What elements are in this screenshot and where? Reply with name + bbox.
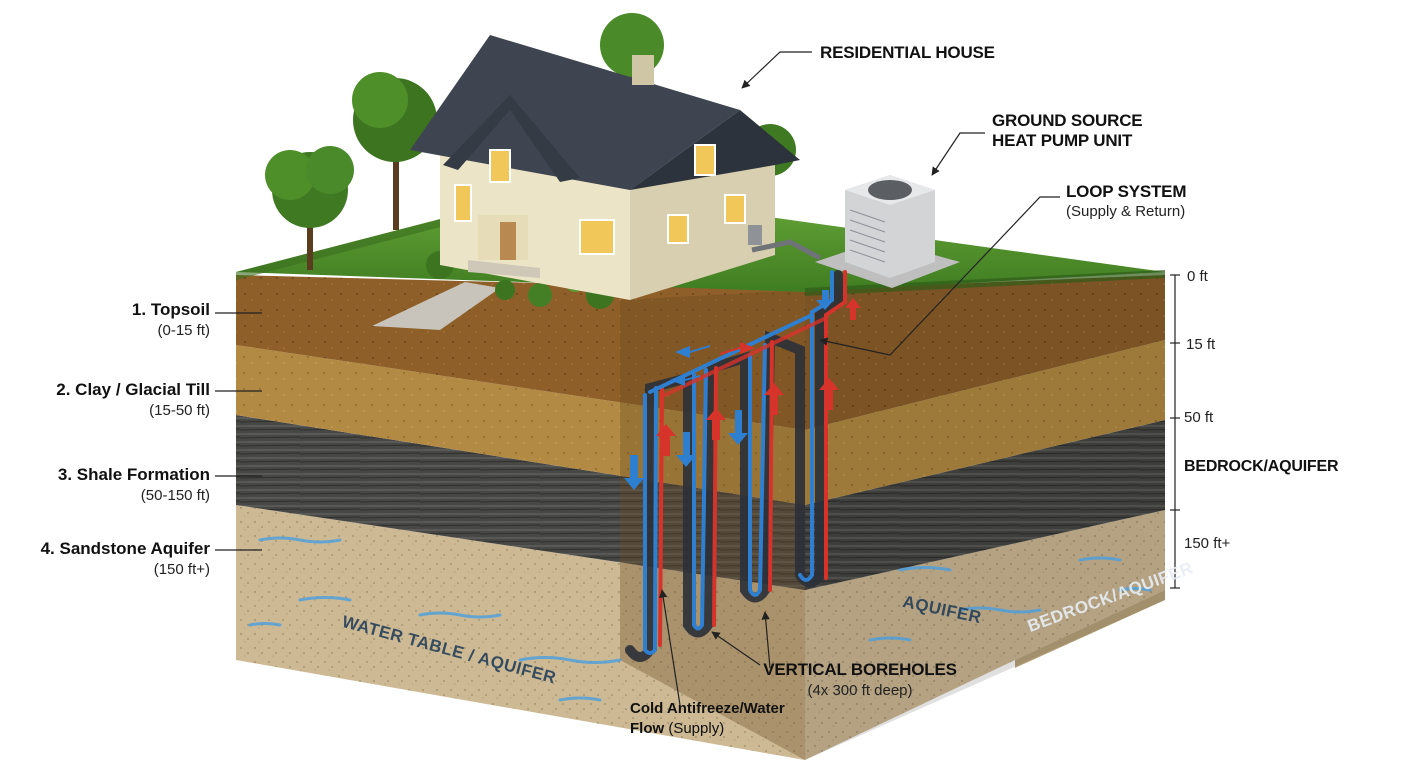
layer-2-name: 2. Clay / Glacial Till <box>56 380 210 399</box>
aquifer-water-streaks <box>248 536 1152 702</box>
layer-3-range: (50-150 ft) <box>140 487 210 504</box>
shale-layer-right <box>805 420 1165 590</box>
layer-3-name: 3. Shale Formation <box>57 465 210 484</box>
cold-flow-bold: Flow <box>630 720 665 737</box>
heat-pump-unit <box>815 175 960 288</box>
boreholes-title: VERTICAL BOREHOLES <box>763 660 957 679</box>
depth-150: 150 ft+ <box>1184 535 1231 552</box>
walkway <box>372 282 500 330</box>
return-pipe <box>824 270 847 580</box>
clay-layer-right <box>805 340 1165 505</box>
layer-1-name: 1. Topsoil <box>131 300 210 319</box>
topsoil-layer-right <box>805 275 1165 430</box>
bedrock-side-label: BEDROCK/AQUIFER <box>1184 458 1339 475</box>
layer-2-range: (15-50 ft) <box>149 402 210 419</box>
flow-arrows <box>624 290 861 490</box>
depth-0: 0 ft <box>1187 268 1208 285</box>
depth-50: 50 ft <box>1184 409 1214 426</box>
cold-flow-line1: Cold Antifreeze/Water <box>630 700 785 717</box>
sandstone-layer-right-lower <box>1015 590 1165 668</box>
heat-pump-label-line1: GROUND SOURCE <box>992 111 1143 130</box>
loop-system-title: LOOP SYSTEM <box>1066 182 1187 201</box>
leader-lines <box>215 51 1180 706</box>
residential-house <box>410 35 800 300</box>
layer-4-name: 4. Sandstone Aquifer <box>40 539 210 558</box>
layer-4-range: (150 ft+) <box>153 561 210 578</box>
boreholes-subtitle: (4x 300 ft deep) <box>807 682 913 699</box>
supply-pipe <box>798 270 834 582</box>
cold-flow-rest: (Supply) <box>664 720 725 737</box>
sandstone-layer-right <box>805 510 1165 760</box>
cold-flow-line2: Flow (Supply) <box>630 720 724 737</box>
depth-15: 15 ft <box>1186 336 1216 353</box>
heat-pump-label-line2: HEAT PUMP UNIT <box>992 131 1133 150</box>
layer-1-range: (0-15 ft) <box>157 322 210 339</box>
house-label: RESIDENTIAL HOUSE <box>820 43 995 62</box>
loop-system-subtitle: (Supply & Return) <box>1066 203 1186 220</box>
